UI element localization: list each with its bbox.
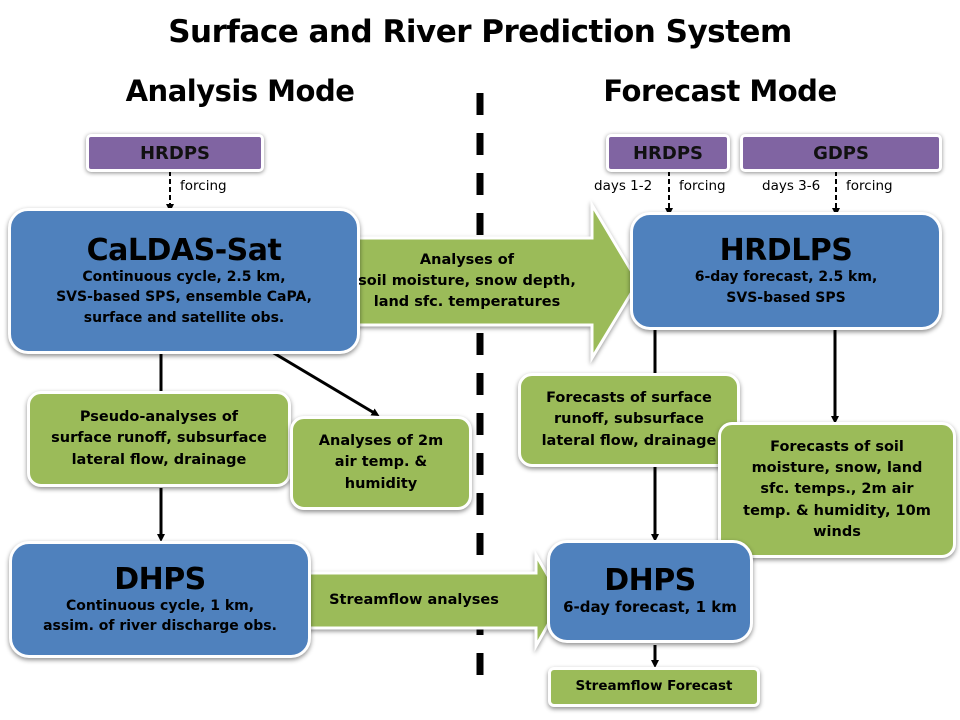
forecast-dhps-name: DHPS [604, 563, 696, 599]
land-analyses-arrow-shape [340, 199, 640, 364]
air-analyses-box: Analyses of 2m air temp. & humidity [290, 416, 472, 510]
gdps-days-label: days 3-6 [762, 178, 821, 194]
surface-forecasts-box: Forecasts of soil moisture, snow, land s… [718, 422, 956, 558]
forecast-hrdps-input: HRDPS [606, 134, 730, 172]
forecast-mode-heading: Forecast Mode [603, 74, 837, 108]
streamflow-analyses-arrow: Streamflow analyses [329, 591, 499, 608]
page-title: Surface and River Prediction System [168, 14, 792, 50]
analysis-hrdps-input: HRDPS [86, 134, 264, 172]
forecast-dhps-box: DHPS 6-day forecast, 1 km [547, 540, 753, 643]
forecast-gdps-input: GDPS [740, 134, 942, 172]
analysis-dhps-box: DHPS Continuous cycle, 1 km, assim. of r… [9, 541, 311, 658]
runoff-forecasts-box: Forecasts of surface runoff, subsurface … [518, 373, 740, 467]
analysis-dhps-line-2: assim. of river discharge obs. [43, 618, 277, 634]
forecast-dhps-line-1: 6-day forecast, 1 km [563, 598, 737, 617]
analysis-dhps-line-1: Continuous cycle, 1 km, [65, 597, 255, 614]
pseudo-analyses-box: Pseudo-analyses of surface runoff, subsu… [27, 391, 291, 487]
hrdlps-line-1: 6-day forecast, 2.5 km, [694, 269, 878, 286]
caldas-sat-box: CaLDAS-Sat Continuous cycle, 2.5 km, SVS… [8, 208, 360, 354]
caldas-to-air-edge [271, 350, 380, 417]
land-analyses-arrow: Analyses of soil moisture, snow depth, l… [358, 251, 576, 310]
hrdlps-box: HRDLPS 6-day forecast, 2.5 km, SVS-based… [630, 212, 942, 330]
streamflow-forecast-box: Streamflow Forecast [548, 667, 760, 707]
analysis-dhps-name: DHPS [114, 561, 206, 597]
caldas-sat-line-2: SVS-based SPS, ensemble CaPA, [56, 289, 312, 306]
hrdps-days-label: days 1-2 [594, 178, 653, 194]
hrdps-forcing-label: forcing [679, 178, 726, 194]
hrdlps-line-2: SVS-based SPS [726, 289, 846, 306]
caldas-sat-line-3: surface and satellite obs. [83, 309, 285, 326]
hrdlps-name: HRDLPS [719, 233, 853, 269]
gdps-forcing-label: forcing [846, 178, 893, 194]
caldas-sat-line-1: Continuous cycle, 2.5 km, [82, 269, 286, 286]
analysis-forcing-label: forcing [180, 178, 227, 194]
caldas-sat-name: CaLDAS-Sat [86, 233, 282, 269]
analysis-mode-heading: Analysis Mode [125, 74, 355, 108]
